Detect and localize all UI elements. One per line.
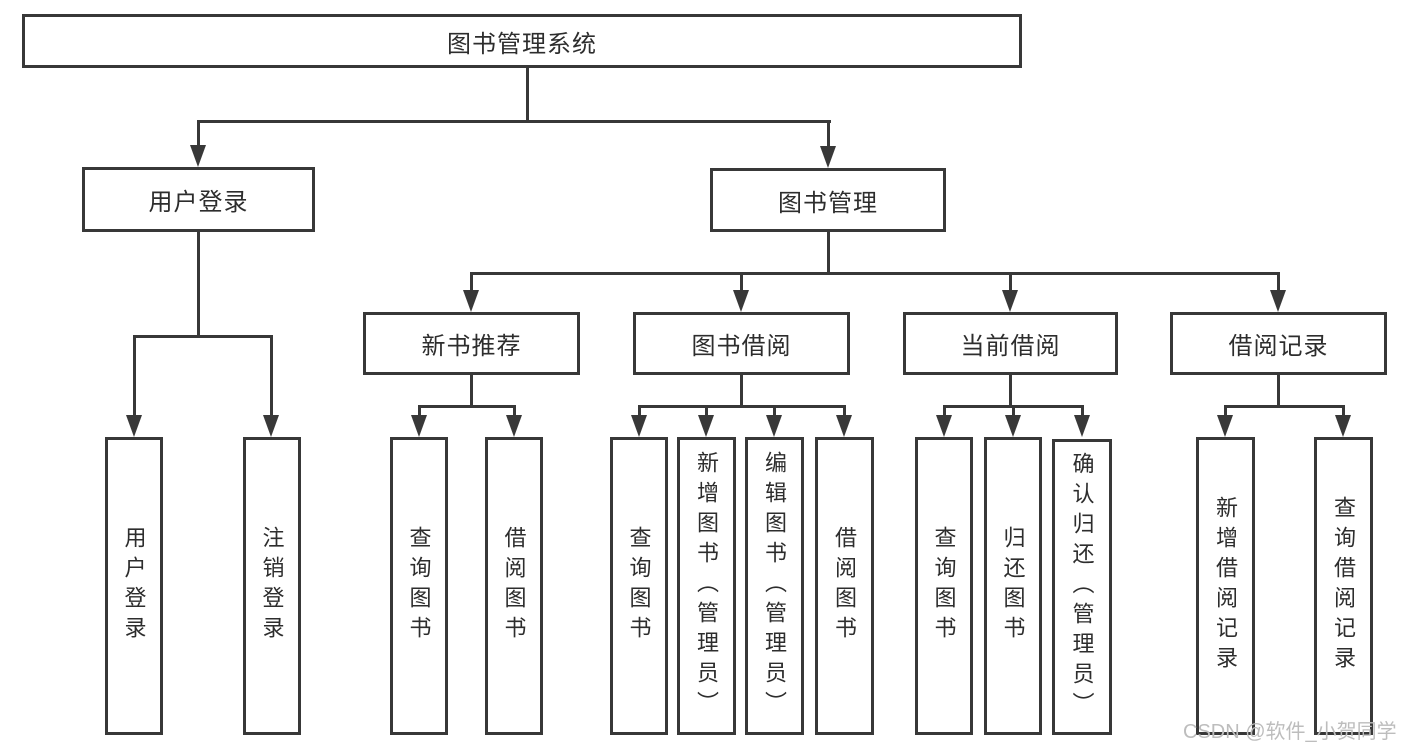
leaf-cb-return-book: 归还图书 (984, 437, 1042, 735)
arrow-down-icon (836, 415, 852, 437)
connector-line (418, 405, 516, 408)
connector-line (133, 335, 136, 416)
node-root-system: 图书管理系统 (22, 14, 1022, 68)
leaf-br-query-record-label: 查询借阅记录 (1331, 496, 1357, 676)
connector-line (1224, 405, 1345, 408)
arrow-down-icon (698, 415, 714, 437)
arrow-down-icon (126, 415, 142, 437)
node-new-book-recommend: 新书推荐 (363, 312, 580, 375)
arrow-down-icon (190, 145, 206, 167)
connector-line (638, 405, 641, 416)
connector-line (197, 120, 200, 146)
connector-line (827, 232, 830, 275)
arrow-down-icon (733, 290, 749, 312)
leaf-bb-add-book: 新增图书（管理员） (677, 437, 736, 735)
arrow-down-icon (766, 415, 782, 437)
leaf-br-add-record: 新增借阅记录 (1196, 437, 1255, 735)
connector-line (197, 232, 200, 335)
node-book-management-label: 图书管理 (778, 189, 878, 217)
connector-line (740, 375, 743, 407)
arrow-down-icon (1002, 290, 1018, 312)
leaf-bb-query-book: 查询图书 (610, 437, 668, 735)
leaf-cb-return-book-label: 归还图书 (1000, 526, 1026, 646)
node-book-borrow: 图书借阅 (633, 312, 850, 375)
connector-line (1009, 375, 1012, 407)
arrow-down-icon (820, 146, 836, 168)
connector-line (843, 405, 846, 416)
csdn-watermark: CSDN @软件_小贺同学 (1183, 721, 1397, 743)
leaf-bb-edit-book: 编辑图书（管理员） (745, 437, 804, 735)
leaf-nb-query-book-label: 查询图书 (406, 526, 432, 646)
arrow-down-icon (936, 415, 952, 437)
connector-line (827, 120, 830, 146)
connector-line (270, 335, 273, 416)
arrow-down-icon (1074, 415, 1090, 437)
node-current-borrow-label: 当前借阅 (960, 333, 1061, 360)
node-borrow-record: 借阅记录 (1170, 312, 1387, 375)
leaf-logout-login: 注销登录 (243, 437, 301, 735)
arrow-down-icon (1335, 415, 1351, 437)
leaf-br-query-record: 查询借阅记录 (1314, 437, 1373, 735)
leaf-bb-add-book-label: 新增图书（管理员） (694, 451, 720, 721)
connector-line (526, 68, 529, 120)
leaf-nb-query-book: 查询图书 (390, 437, 448, 735)
leaf-nb-borrow-book-label: 借阅图书 (501, 526, 527, 646)
leaf-cb-confirm-return-label: 确认归还（管理员） (1069, 452, 1095, 722)
connector-line (133, 335, 273, 338)
leaf-user-login-label: 用户登录 (121, 526, 147, 646)
connector-line (1081, 405, 1084, 416)
arrow-down-icon (631, 415, 647, 437)
leaf-user-login: 用户登录 (105, 437, 163, 735)
leaf-bb-borrow-book: 借阅图书 (815, 437, 874, 735)
arrow-down-icon (1217, 415, 1233, 437)
connector-line (470, 272, 1280, 275)
node-user-login-label: 用户登录 (148, 189, 249, 216)
node-root-system-label: 图书管理系统 (447, 30, 597, 58)
leaf-bb-edit-book-label: 编辑图书（管理员） (762, 451, 788, 721)
node-borrow-record-label: 借阅记录 (1228, 333, 1329, 360)
connector-line (1277, 272, 1280, 292)
leaf-br-add-record-label: 新增借阅记录 (1213, 496, 1239, 676)
leaf-logout-login-label: 注销登录 (259, 526, 285, 646)
arrow-down-icon (411, 415, 427, 437)
connector-line (1342, 405, 1345, 416)
node-user-login: 用户登录 (82, 167, 315, 232)
connector-line (470, 375, 473, 407)
connector-line (513, 405, 516, 416)
leaf-bb-query-book-label: 查询图书 (626, 526, 652, 646)
leaf-cb-query-book-label: 查询图书 (931, 526, 957, 646)
leaf-nb-borrow-book: 借阅图书 (485, 437, 543, 735)
node-book-management: 图书管理 (710, 168, 946, 232)
connector-line (470, 272, 473, 292)
connector-line (705, 405, 708, 416)
leaf-cb-confirm-return: 确认归还（管理员） (1052, 439, 1112, 735)
arrow-down-icon (1005, 415, 1021, 437)
arrow-down-icon (463, 290, 479, 312)
connector-line (1224, 405, 1227, 416)
arrow-down-icon (263, 415, 279, 437)
connector-line (638, 405, 845, 408)
node-current-borrow: 当前借阅 (903, 312, 1118, 375)
arrow-down-icon (506, 415, 522, 437)
connector-line (1277, 375, 1280, 407)
connector-line (740, 272, 743, 292)
connector-line (197, 120, 831, 123)
leaf-bb-borrow-book-label: 借阅图书 (832, 526, 858, 646)
node-book-borrow-label: 图书借阅 (691, 333, 792, 360)
node-new-book-recommend-label: 新书推荐 (421, 333, 522, 360)
leaf-cb-query-book: 查询图书 (915, 437, 973, 735)
connector-line (943, 405, 946, 416)
connector-line (1012, 405, 1015, 416)
connector-line (418, 405, 421, 416)
arrow-down-icon (1270, 290, 1286, 312)
connector-line (1009, 272, 1012, 292)
connector-line (773, 405, 776, 416)
